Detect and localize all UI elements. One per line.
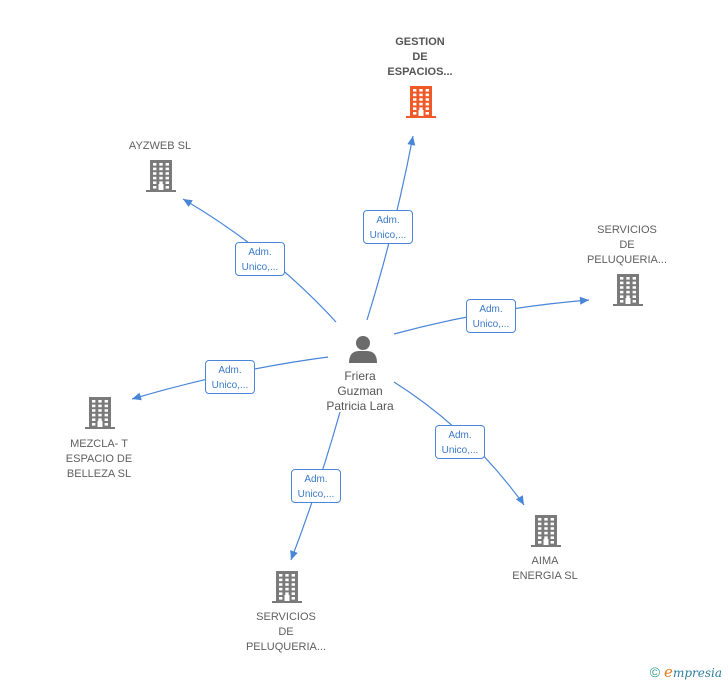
- edge-arrow-servicios2: [290, 550, 298, 560]
- person-icon[interactable]: [349, 336, 377, 363]
- edge-label-mezcla[interactable]: Adm. Unico,...: [205, 360, 255, 394]
- person-label[interactable]: Friera Guzman Patricia Lara: [326, 369, 394, 413]
- edge-arrow-gestion: [407, 136, 416, 146]
- edge-label-aima[interactable]: Adm. Unico,...: [435, 425, 485, 459]
- edge-label-servicios1[interactable]: Adm. Unico,...: [466, 299, 516, 333]
- company-label-mezcla[interactable]: MEZCLA- T ESPACIO DE BELLEZA SL: [65, 438, 133, 480]
- company-label-servicios2[interactable]: SERVICIOS DE PELUQUERIA...: [245, 611, 327, 653]
- building-icon-aima[interactable]: [531, 515, 561, 547]
- company-label-servicios1[interactable]: SERVICIOS DE PELUQUERIA...: [586, 224, 668, 266]
- edge-arrow-ayzweb: [183, 199, 193, 208]
- copyright-symbol: ©: [649, 664, 661, 680]
- edge-arrow-mezcla: [132, 392, 142, 401]
- brand-name: mpresia: [672, 666, 722, 680]
- brand-initial: e: [664, 663, 673, 681]
- edge-arrow-aima: [515, 495, 524, 505]
- edge-label-gestion[interactable]: Adm. Unico,...: [363, 210, 413, 244]
- building-icon-servicios2[interactable]: [272, 571, 302, 603]
- building-icon-gestion[interactable]: [406, 86, 436, 118]
- company-label-gestion[interactable]: GESTION DE ESPACIOS...: [387, 36, 453, 78]
- edge-arrow-servicios1: [579, 296, 589, 305]
- edge-label-servicios2[interactable]: Adm. Unico,...: [291, 469, 341, 503]
- building-icon-servicios1[interactable]: [613, 274, 643, 306]
- building-icon-ayzweb[interactable]: [146, 160, 176, 192]
- edge-label-ayzweb[interactable]: Adm. Unico,...: [235, 242, 285, 276]
- footer: © empresia: [650, 663, 722, 681]
- company-label-ayzweb[interactable]: AYZWEB SL: [128, 140, 192, 152]
- brand-logo[interactable]: empresia: [664, 663, 722, 681]
- company-label-aima[interactable]: AIMA ENERGIA SL: [512, 555, 578, 582]
- building-icon-mezcla[interactable]: [85, 397, 115, 429]
